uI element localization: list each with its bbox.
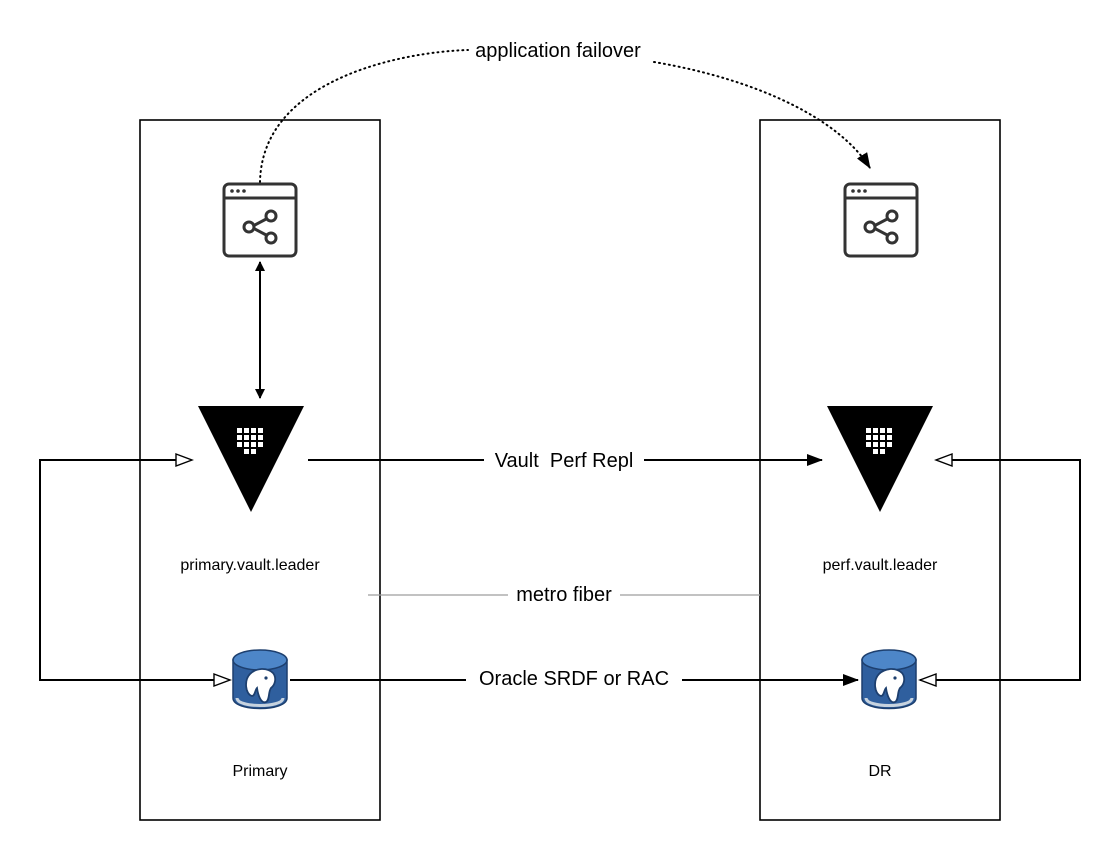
primary-site-label: Primary [232,763,287,780]
dr-app-share-icon [843,182,919,258]
oracle-replication-label: Oracle SRDF or RAC [479,668,669,690]
primary-postgres-database-icon [232,649,288,710]
primary-loop-connector [39,459,228,681]
application-failover-label: application failover [475,40,641,62]
dr-vault-label: perf.vault.leader [823,557,938,574]
dr-site-label: DR [868,763,891,780]
primary-vault-label: primary.vault.leader [180,557,320,574]
dr-site-container [759,119,1001,821]
dr-vault-triangle-icon [827,406,933,512]
dr-postgres-database-icon [861,649,917,710]
primary-app-share-icon [222,182,298,258]
dr-loop-connector [920,459,1081,681]
primary-vault-triangle-icon [198,406,304,512]
application-failover-arc [259,49,870,182]
vault-perf-repl-label: Vault Perf Repl [495,450,634,472]
primary-site-container [139,119,381,821]
metro-fiber-label: metro fiber [516,584,612,606]
